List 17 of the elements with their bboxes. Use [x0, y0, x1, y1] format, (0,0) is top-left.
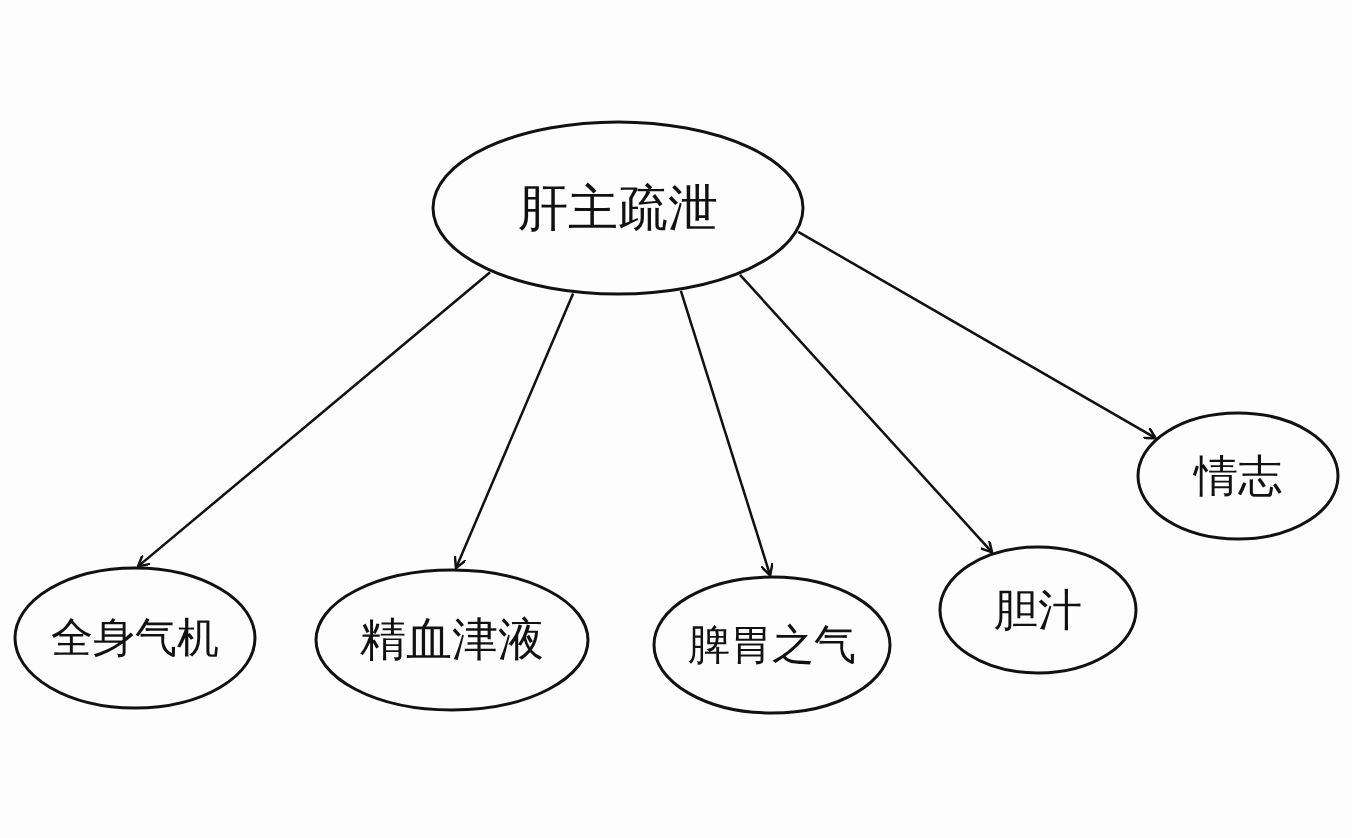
ellipse-node — [13, 566, 257, 710]
node-label: 情志 — [1194, 448, 1282, 503]
node-label: 胆汁 — [994, 582, 1082, 637]
ellipse-node — [431, 120, 805, 296]
arrow — [136, 271, 491, 568]
node-label: 脾胃之气 — [688, 619, 856, 671]
arrow — [679, 290, 774, 577]
ellipse-node — [314, 568, 590, 712]
node-label: 全身气机 — [51, 612, 219, 664]
arrow — [453, 292, 575, 570]
node-label: 肝主疏泄 — [518, 177, 718, 239]
ellipse-node — [1136, 411, 1340, 541]
node-label: 精血津液 — [360, 611, 544, 668]
arrow — [797, 230, 1157, 440]
arrow — [739, 273, 994, 554]
ellipse-node — [652, 575, 892, 715]
ellipse-node — [938, 545, 1138, 675]
